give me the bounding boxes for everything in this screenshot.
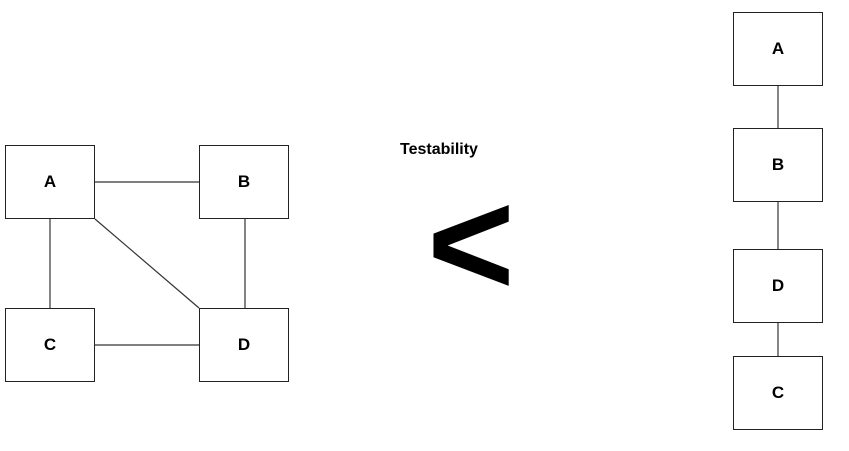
node-label: C bbox=[43, 335, 57, 354]
right-chain-node-A: A bbox=[733, 12, 823, 86]
edge-left-A-D bbox=[94, 218, 200, 309]
node-label: D bbox=[771, 276, 785, 295]
left-graph-node-A: A bbox=[5, 145, 95, 219]
node-label: B bbox=[771, 155, 785, 174]
node-label: C bbox=[771, 383, 785, 402]
right-chain-node-B: B bbox=[733, 128, 823, 202]
right-chain-node-C: C bbox=[733, 356, 823, 430]
left-graph-node-C: C bbox=[5, 308, 95, 382]
node-label: D bbox=[237, 335, 251, 354]
node-label: A bbox=[771, 39, 785, 58]
node-label: A bbox=[43, 172, 57, 191]
less-than-symbol: < bbox=[427, 159, 515, 327]
node-label: B bbox=[237, 172, 251, 191]
right-chain-node-D: D bbox=[733, 249, 823, 323]
left-graph-node-B: B bbox=[199, 145, 289, 219]
left-graph-node-D: D bbox=[199, 308, 289, 382]
testability-label: Testability bbox=[400, 141, 478, 158]
